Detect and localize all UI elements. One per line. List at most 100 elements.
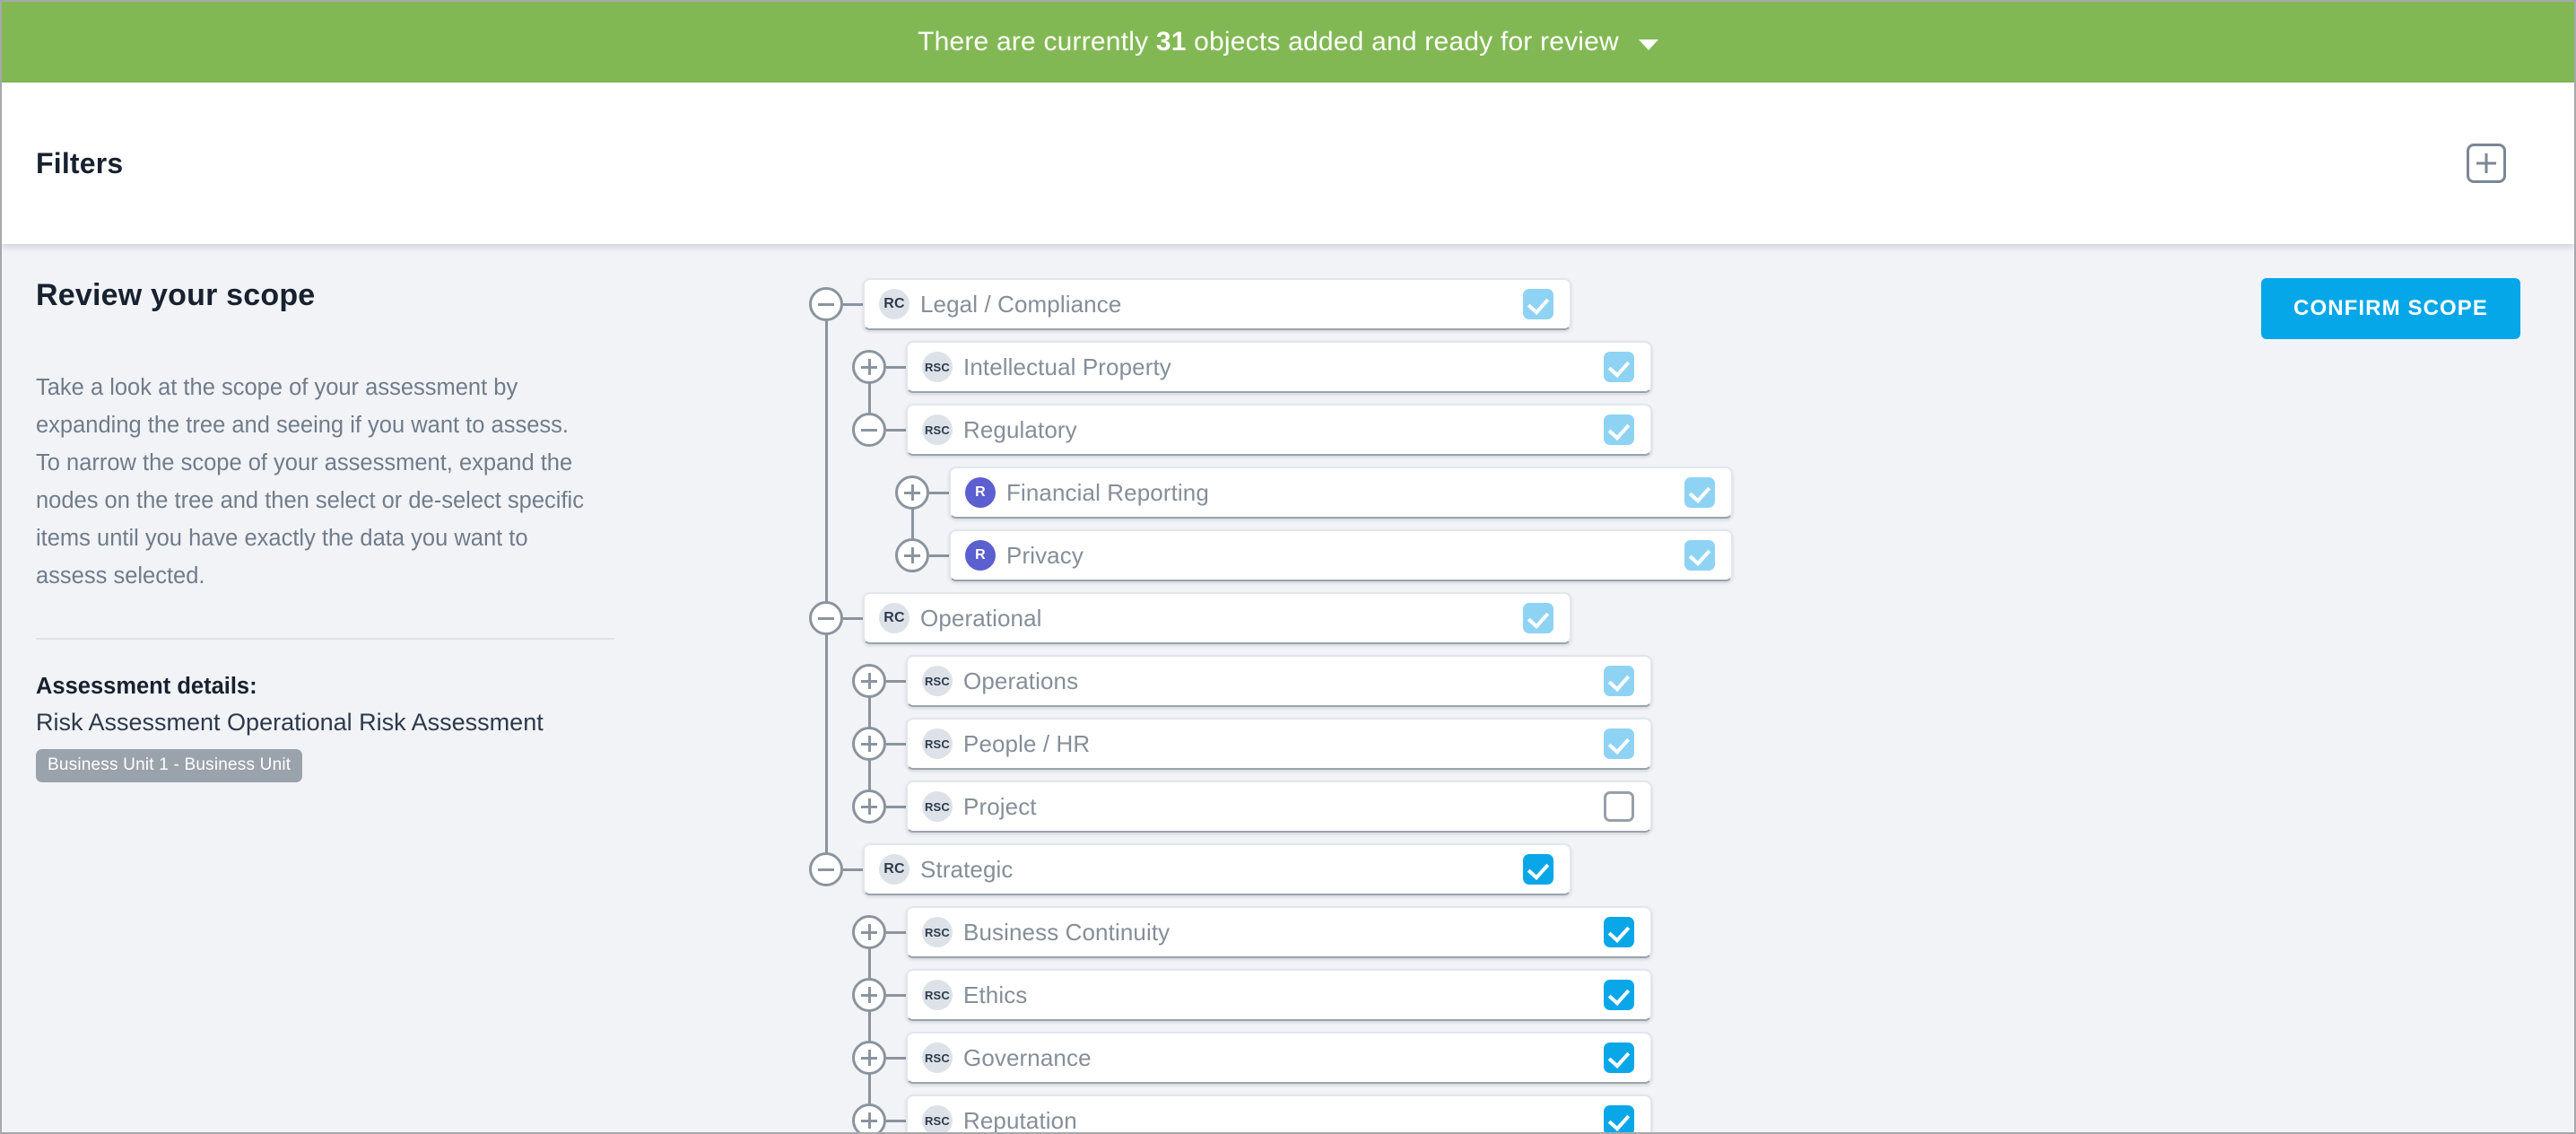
expand-node-icon[interactable] xyxy=(852,978,886,1012)
tree-node-label: Financial Reporting xyxy=(1006,478,1209,506)
assessment-details-label: Assessment details: xyxy=(36,674,257,699)
expand-node-icon[interactable] xyxy=(852,1041,886,1075)
tree-trunk-line xyxy=(824,304,828,869)
expand-node-icon[interactable] xyxy=(895,475,929,510)
node-checkbox[interactable] xyxy=(1604,1105,1634,1132)
scope-info-panel: Review your scope Take a look at the sco… xyxy=(2,278,630,1132)
node-type-badge: RSC xyxy=(922,414,953,445)
collapse-node-icon[interactable] xyxy=(809,601,843,635)
main-content: Review your scope Take a look at the sco… xyxy=(2,244,2574,1132)
tree-connector xyxy=(886,1056,906,1060)
tree-connector xyxy=(886,993,906,997)
node-checkbox[interactable] xyxy=(1523,603,1553,633)
collapse-node-icon[interactable] xyxy=(809,852,843,886)
expand-node-icon[interactable] xyxy=(852,789,886,824)
node-checkbox[interactable] xyxy=(1604,352,1634,382)
tree-node-label: Governance xyxy=(963,1043,1092,1071)
expand-node-icon[interactable] xyxy=(852,727,886,761)
node-checkbox[interactable] xyxy=(1523,854,1553,885)
plus-square-icon[interactable] xyxy=(2467,144,2506,183)
node-type-badge: RSC xyxy=(922,352,953,382)
tree-node-label: People / HR xyxy=(963,729,1091,757)
tree-node-label: Project xyxy=(963,792,1037,820)
tree-connector xyxy=(886,1119,906,1122)
tree-node-row: RSC Governance xyxy=(852,1032,2574,1084)
tree-node-row: RC Legal / Compliance xyxy=(809,278,2574,330)
node-type-badge: R xyxy=(965,477,996,508)
tree-trunk-line xyxy=(910,493,914,555)
node-type-badge: RC xyxy=(879,289,909,319)
tree-connector xyxy=(886,679,906,683)
tree-trunk-line xyxy=(867,932,871,1121)
node-checkbox[interactable] xyxy=(1604,666,1634,696)
tree-connector xyxy=(843,302,863,306)
tree-node-row: RSC Project xyxy=(852,781,2574,833)
tree-node-label: Operations xyxy=(963,667,1079,694)
chevron-down-icon[interactable] xyxy=(1638,39,1658,50)
tree-node-label: Legal / Compliance xyxy=(920,290,1122,318)
banner-text-before: There are currently xyxy=(918,27,1156,57)
node-checkbox[interactable] xyxy=(1523,289,1553,319)
node-checkbox[interactable] xyxy=(1684,477,1715,508)
collapse-node-icon[interactable] xyxy=(852,413,886,447)
node-checkbox[interactable] xyxy=(1684,540,1715,571)
tree-node-label: Reputation xyxy=(963,1106,1077,1134)
tree-node-label: Operational xyxy=(920,604,1042,632)
expand-node-icon[interactable] xyxy=(852,350,886,384)
node-checkbox[interactable] xyxy=(1604,980,1634,1010)
tree-node-row: RC Strategic xyxy=(809,843,2574,895)
collapse-node-icon[interactable] xyxy=(809,287,843,321)
banner-text-after: objects added and ready for review xyxy=(1186,27,1619,57)
tree-connector xyxy=(886,805,906,808)
tree-node-row: R Financial Reporting xyxy=(895,467,2574,519)
expand-node-icon[interactable] xyxy=(852,915,886,949)
node-checkbox[interactable] xyxy=(1604,414,1634,445)
expand-node-icon[interactable] xyxy=(852,1103,886,1132)
tree-node-card[interactable]: RSC Project xyxy=(906,781,1652,833)
tree-node-card[interactable]: RSC Governance xyxy=(906,1032,1652,1084)
tree-connector xyxy=(886,428,906,432)
tree-node-card[interactable]: RC Legal / Compliance xyxy=(863,278,1571,330)
node-checkbox[interactable] xyxy=(1604,791,1634,822)
tree-node-card[interactable]: RSC Intellectual Property xyxy=(906,341,1652,393)
tree-node-card[interactable]: R Financial Reporting xyxy=(949,467,1733,519)
tree-node-label: Intellectual Property xyxy=(963,353,1171,380)
node-type-badge: RC xyxy=(879,854,909,885)
tree-connector xyxy=(886,742,906,746)
tree-connector xyxy=(929,554,949,557)
tree-node-card[interactable]: RSC Reputation xyxy=(906,1095,1652,1134)
tree-connector xyxy=(886,365,906,369)
tree-node-label: Strategic xyxy=(920,855,1014,883)
node-checkbox[interactable] xyxy=(1604,728,1634,759)
page-title: Review your scope xyxy=(36,278,316,312)
tree-node-row: RSC Intellectual Property xyxy=(852,341,2574,393)
tree-node-card[interactable]: RSC Ethics xyxy=(906,969,1652,1021)
node-type-badge: RSC xyxy=(922,791,953,822)
node-type-badge: RSC xyxy=(922,980,953,1010)
tree-node-label: Ethics xyxy=(963,981,1028,1008)
tree-node-card[interactable]: RC Strategic xyxy=(863,843,1571,895)
confirm-scope-button[interactable]: CONFIRM SCOPE xyxy=(2261,278,2520,339)
tree-connector xyxy=(843,868,863,871)
filters-title: Filters xyxy=(36,146,124,179)
node-checkbox[interactable] xyxy=(1604,1042,1634,1073)
expand-node-icon[interactable] xyxy=(895,538,929,572)
node-type-badge: RSC xyxy=(922,1042,953,1073)
tree-connector xyxy=(929,491,949,494)
tree-node-row: RSC Ethics xyxy=(852,969,2574,1021)
tree-trunk-line xyxy=(867,367,871,430)
node-type-badge: RSC xyxy=(922,1105,953,1132)
expand-node-icon[interactable] xyxy=(852,664,886,698)
tree-node-label: Privacy xyxy=(1006,541,1083,569)
node-checkbox[interactable] xyxy=(1604,917,1634,947)
